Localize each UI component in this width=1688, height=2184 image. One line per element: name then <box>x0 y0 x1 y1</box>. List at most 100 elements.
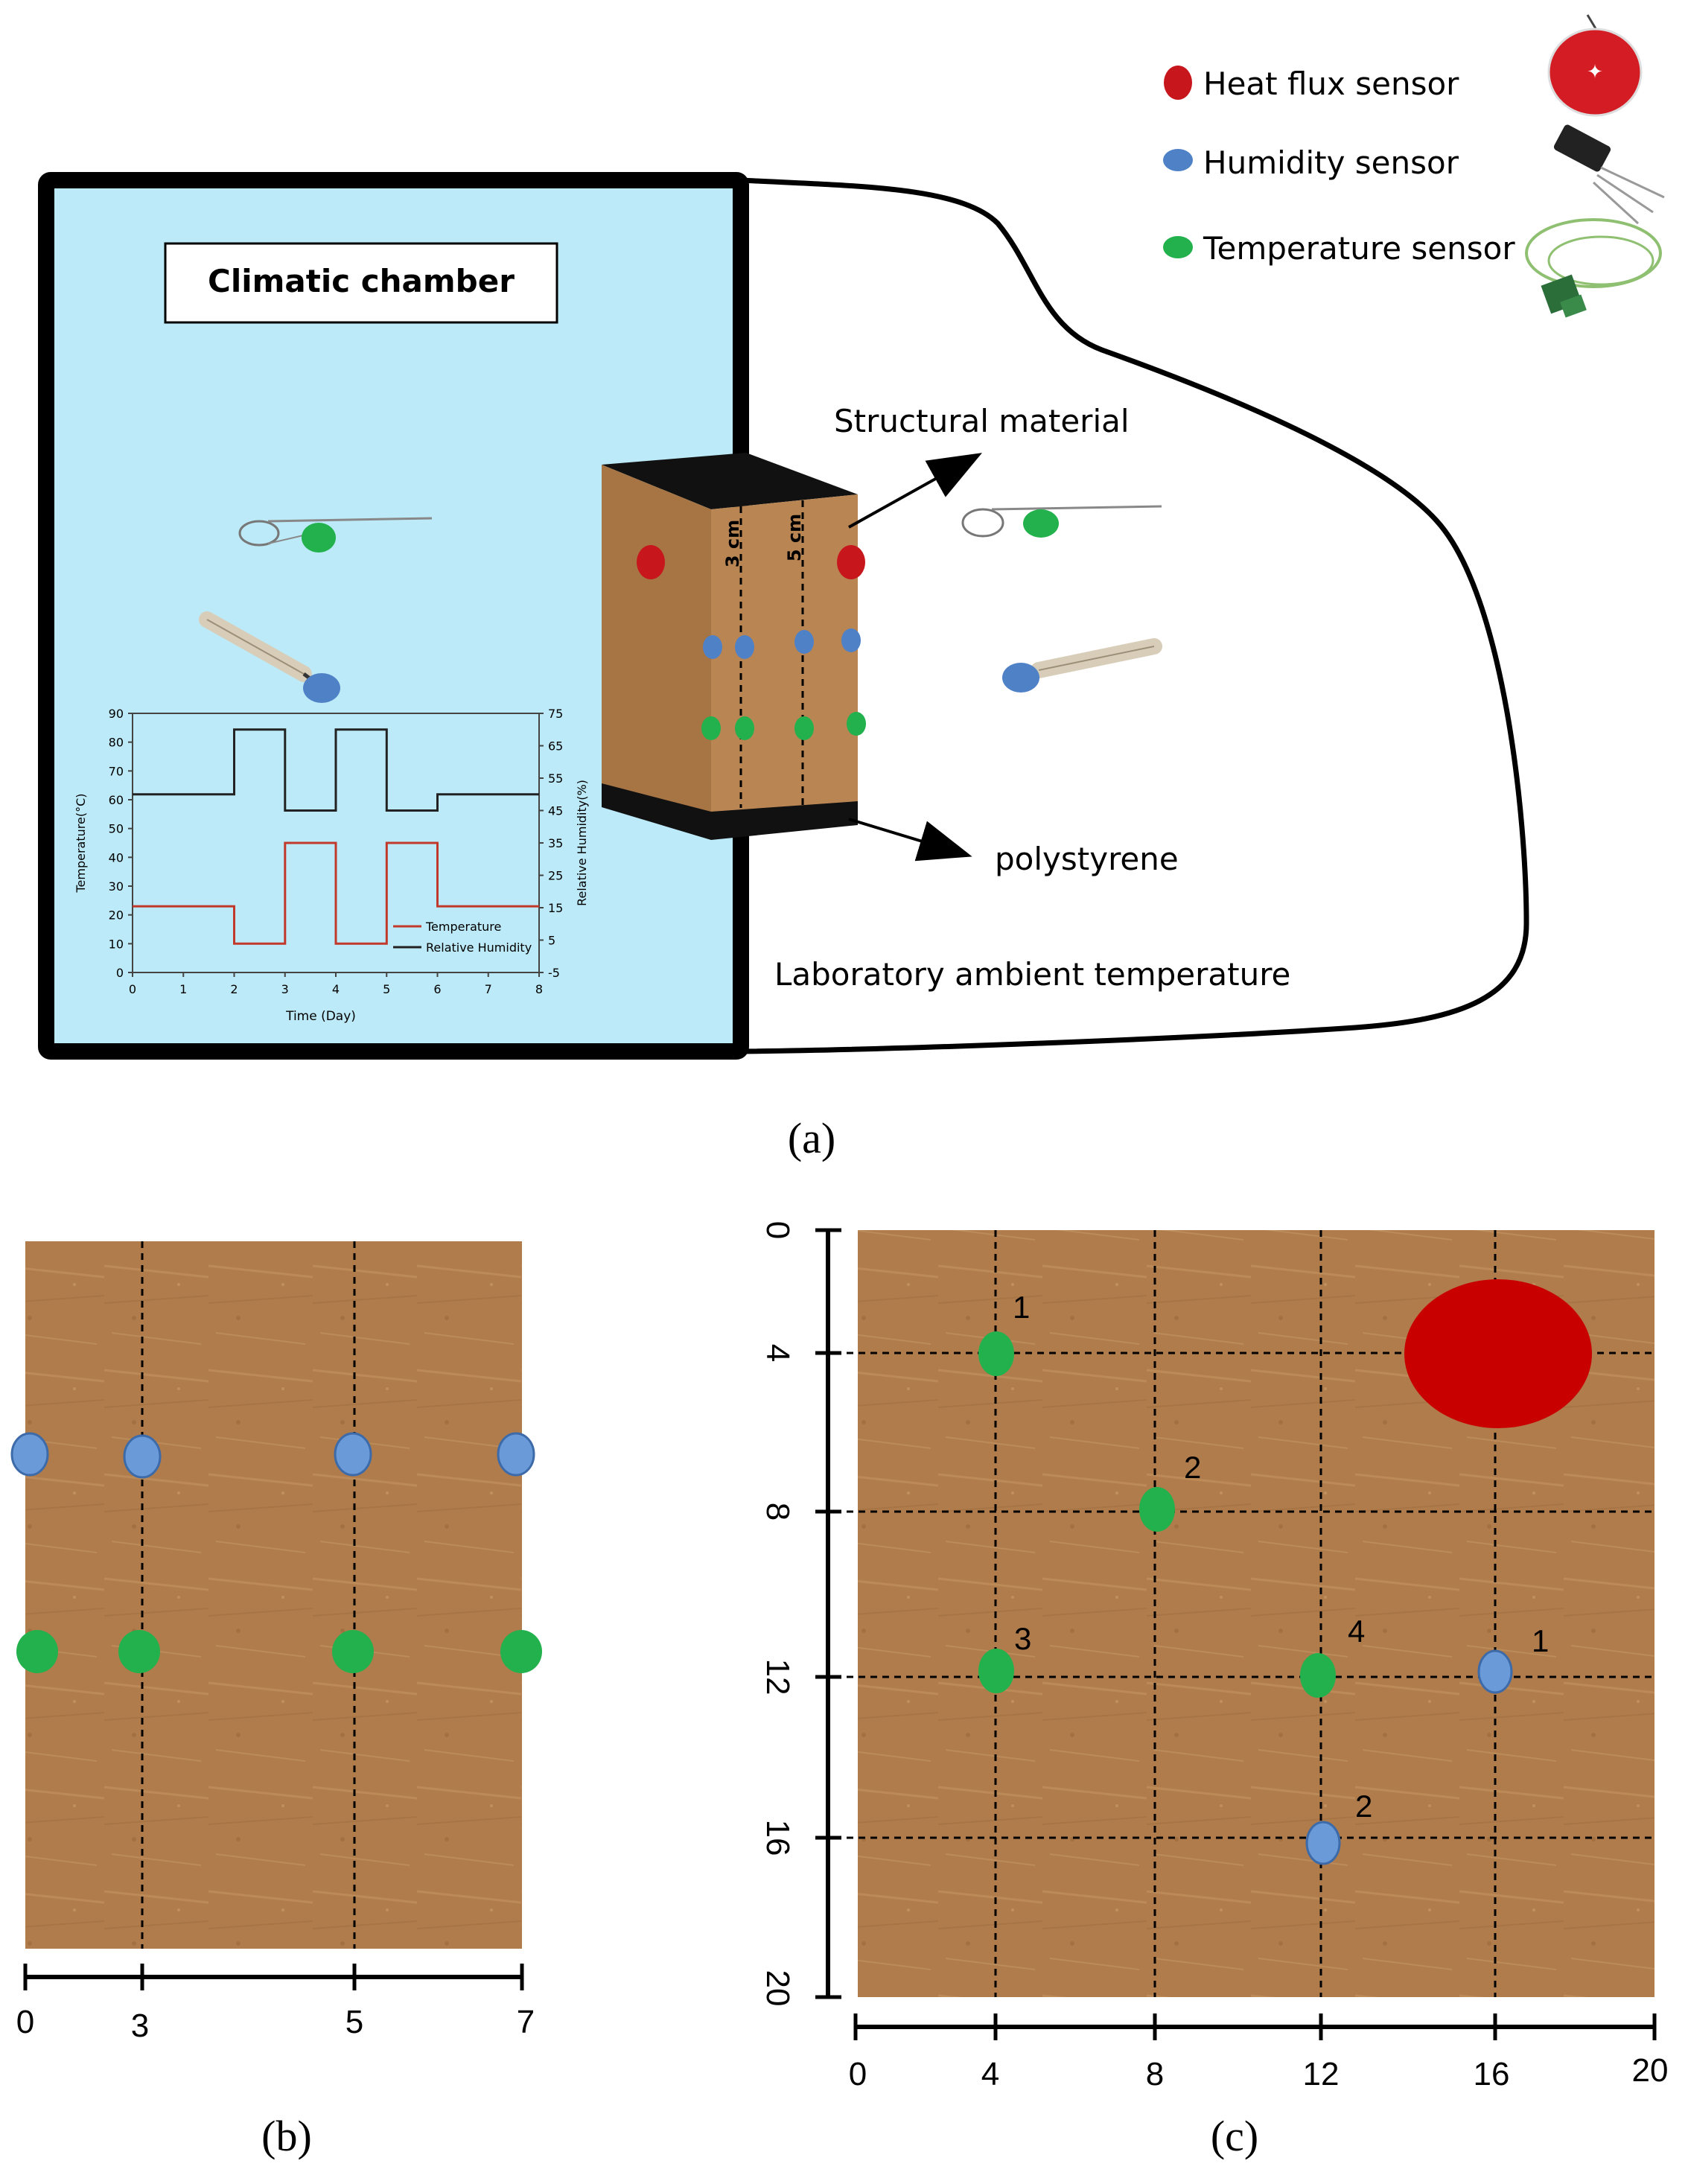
panel-c-humidity-sensor-2 <box>1305 1821 1341 1865</box>
panel-c-humidity-label-1: 1 <box>1532 1623 1549 1658</box>
legend-heat-flux-marker <box>1164 66 1192 100</box>
block-side <box>602 465 711 819</box>
panel-c-temperature-sensor-2 <box>1139 1487 1175 1532</box>
chart-right-tick-label: 65 <box>548 739 563 754</box>
panel-c-temperature-sensor-1 <box>978 1331 1014 1376</box>
temperature-sensor-3cm <box>735 716 754 740</box>
thermocouple-outside-icon <box>961 505 1162 538</box>
panel-c-humidity-sensor-1 <box>1477 1649 1513 1694</box>
humidity-sensor-0cm <box>703 635 722 659</box>
panel-c-x-tick-0: 0 <box>849 2056 867 2092</box>
panel-c-heat-flux-sensor <box>1404 1279 1592 1428</box>
chart-left-tick-label: 30 <box>109 879 124 894</box>
legend-humidity-label: Relative Humidity <box>426 940 532 955</box>
humidity-sensor-chip-icon <box>1553 124 1665 225</box>
polystyrene-label: polystyrene <box>995 841 1179 877</box>
panel-c-x-tick-16: 16 <box>1474 2056 1510 2092</box>
panel-a-caption: (a) <box>788 1114 835 1162</box>
humidity-probe-icon <box>199 611 340 703</box>
chart-left-tick-label: 90 <box>109 707 124 721</box>
panel-b-temperature-sensor <box>332 1630 374 1673</box>
chart-left-tick-label: 80 <box>109 736 124 750</box>
panel-c-temperature-sensor-3 <box>978 1649 1014 1693</box>
svg-text:✦: ✦ <box>1587 61 1603 83</box>
structural-material-label: Structural material <box>834 403 1130 439</box>
panel-b-humidity-sensor <box>123 1434 162 1479</box>
structural-material-block: 3 cm 5 cm <box>602 453 866 840</box>
legend-temperature-marker <box>1163 236 1193 258</box>
chart-right-tick-label: 15 <box>548 901 563 915</box>
panel-c-y-tick-16: 16 <box>759 1820 796 1856</box>
chart-x-tick-label: 5 <box>383 982 390 996</box>
sensor-legend: Heat flux sensor Humidity sensor Tempera… <box>1163 14 1665 318</box>
temperature-sensor-0cm <box>701 716 721 740</box>
panel-c: 1 2 3 4 1 2 0 4 8 12 16 20 <box>759 1221 1668 2160</box>
chart-left-tick-label: 40 <box>109 850 124 865</box>
temperature-sensor-7cm <box>847 712 866 736</box>
heat-flux-sensor-outer <box>637 545 665 579</box>
humidity-sensor-5cm <box>794 630 814 654</box>
humidity-probe-outside-icon <box>1002 638 1162 693</box>
chart-left-tick-label: 50 <box>109 822 124 836</box>
depth-label-3cm: 3 cm <box>722 520 743 567</box>
panel-b-humidity-row <box>10 1432 535 1479</box>
panel-b-temperature-sensor <box>500 1630 542 1673</box>
panel-c-temp-label-3: 3 <box>1014 1621 1031 1656</box>
chart-left-tick-label: 60 <box>109 793 124 807</box>
chart-x-tick-label: 4 <box>332 982 340 996</box>
chart-right-tick-label: 75 <box>548 707 563 721</box>
chart-series-line-temperature <box>133 841 539 945</box>
chart-right-tick-label: 5 <box>548 934 555 948</box>
heat-flux-sensor-disc-icon: ✦ <box>1547 14 1643 117</box>
depth-label-5cm: 5 cm <box>784 514 805 561</box>
legend-temperature-label: Temperature <box>425 920 501 934</box>
chart-x-tick-label: 6 <box>433 982 441 996</box>
thermocouple-wire-icon <box>1525 218 1662 318</box>
panel-b-humidity-sensor <box>334 1432 372 1477</box>
panel-c-y-tick-8: 8 <box>759 1503 796 1521</box>
panel-c-caption: (c) <box>1211 2112 1258 2160</box>
panel-b-humidity-sensor <box>497 1432 535 1477</box>
panel-c-x-tick-8: 8 <box>1146 2056 1164 2092</box>
ambient-label: Laboratory ambient temperature <box>774 956 1290 993</box>
chamber-label: Climatic chamber <box>208 263 515 299</box>
panel-b-temperature-sensor <box>16 1630 58 1673</box>
panel-c-x-tick-12: 12 <box>1303 2056 1340 2092</box>
legend-temperature-label: Temperature sensor <box>1203 230 1515 267</box>
panel-b-caption: (b) <box>261 2112 312 2160</box>
panel-c-y-tick-4: 4 <box>759 1344 796 1362</box>
humidity-sensor-3cm <box>735 635 754 659</box>
humidity-sensor-7cm <box>841 628 861 652</box>
chart-x-tick-label: 2 <box>230 982 238 996</box>
chart-x-tick-label: 3 <box>281 982 289 996</box>
chart-series <box>133 728 539 945</box>
heat-flux-sensor-inner <box>837 545 865 579</box>
panel-b-humidity-sensor <box>10 1432 49 1477</box>
chart-y-axis-label: Temperature(°C) <box>74 793 88 893</box>
chart-right-tick-label: 45 <box>548 804 563 818</box>
chart-series-line-relative-humidity <box>133 728 539 812</box>
chart-y2-axis-label: Relative Humidity(%) <box>575 780 589 906</box>
chart-right-tick-label: 35 <box>548 836 563 850</box>
chart-right-tick-label: 25 <box>548 869 563 883</box>
panel-b-temperature-sensor <box>118 1630 160 1673</box>
panel-c-temperature-sensor-4 <box>1300 1653 1336 1698</box>
panel-b-material-face <box>25 1241 522 1949</box>
panel-b-tick-3: 3 <box>131 2008 149 2044</box>
chart-left-tick-label: 20 <box>109 908 124 923</box>
chart-x-tick-label: 1 <box>179 982 187 996</box>
legend-humidity-label: Humidity sensor <box>1203 144 1459 181</box>
chart-x-axis-label: Time (Day) <box>285 1009 356 1024</box>
chart-x-tick-label: 0 <box>129 982 136 996</box>
chart-left-tick-label: 0 <box>116 966 124 980</box>
panel-b-tick-5: 5 <box>345 2004 363 2040</box>
polystyrene-arrow <box>848 818 972 862</box>
panel-b-tick-0: 0 <box>16 2004 34 2040</box>
chart-left-tick-label: 70 <box>109 764 124 778</box>
chart-x-tick-label: 8 <box>535 982 543 996</box>
polystyrene-base <box>602 783 858 840</box>
chart-right-tick-label: 55 <box>548 771 563 786</box>
